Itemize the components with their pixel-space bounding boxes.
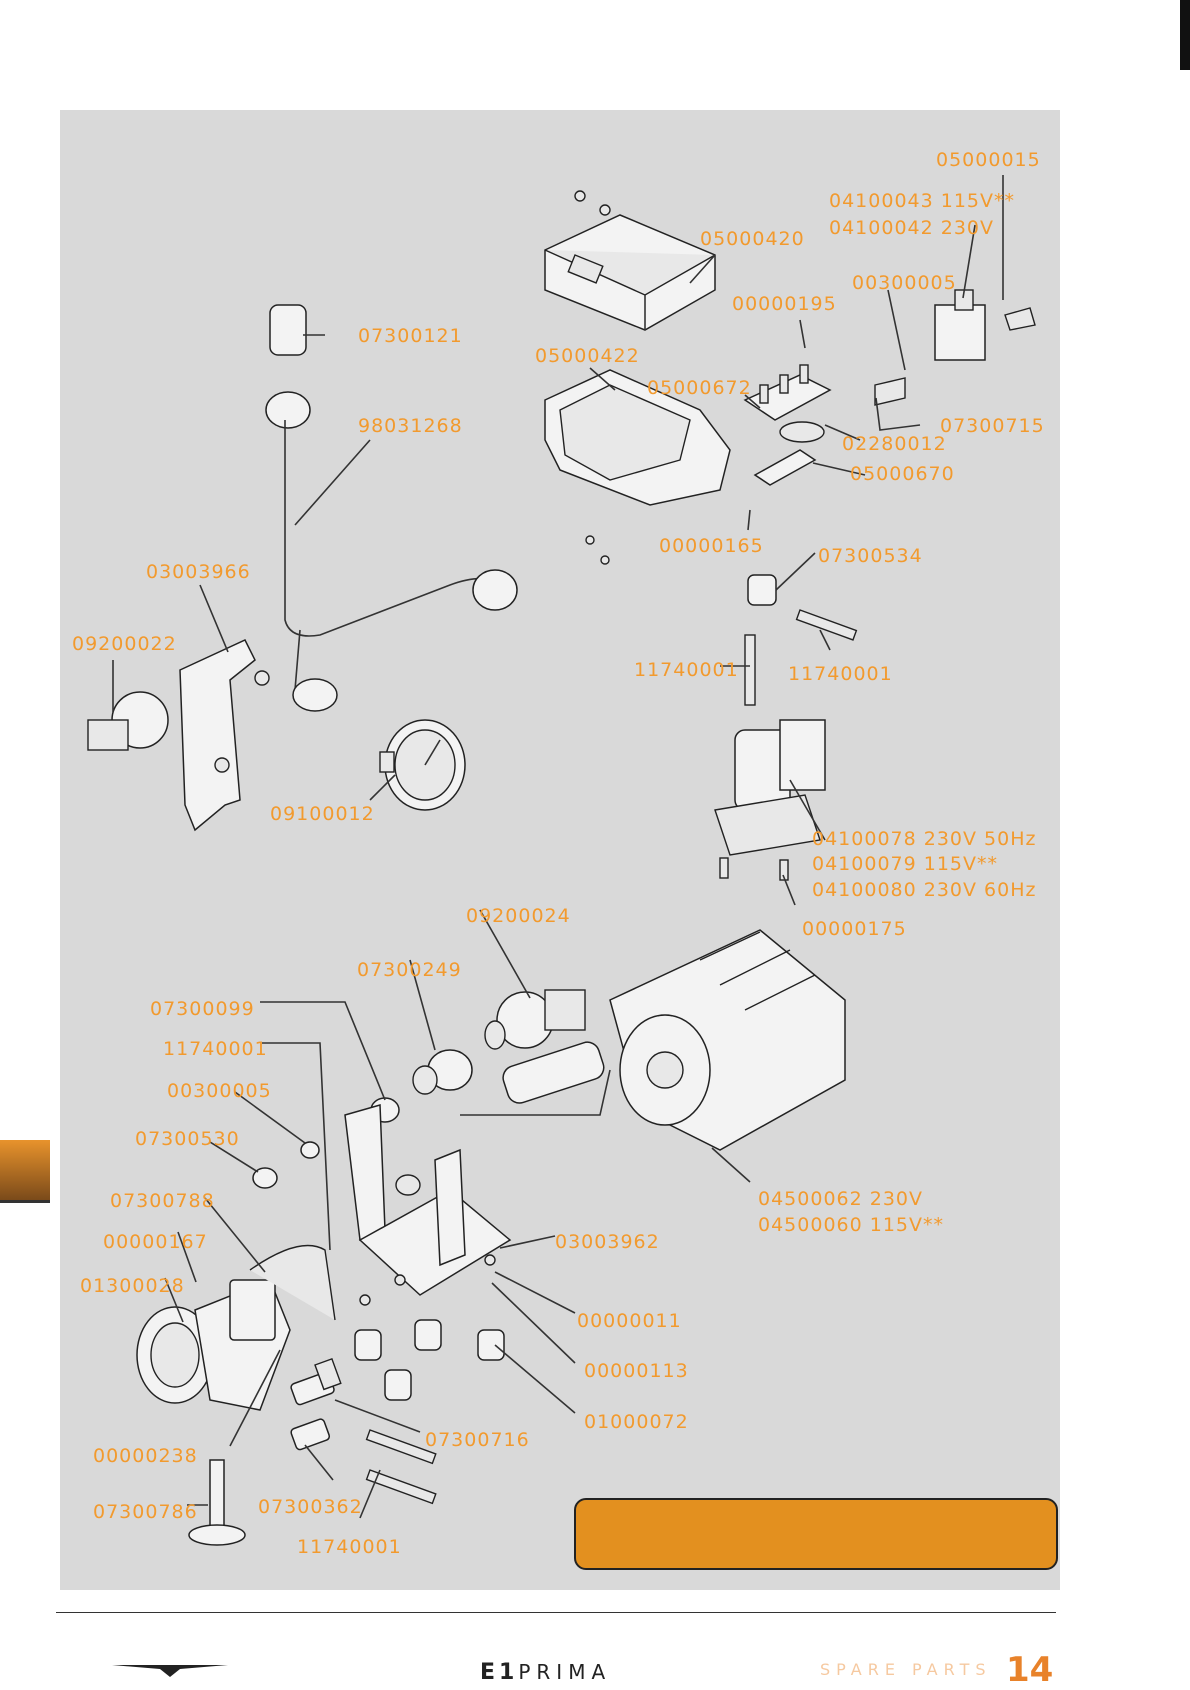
label-07300121: 07300121 [358,325,463,347]
label-07300362: 07300362 [258,1496,363,1518]
label-04100079: 04100079 115V** [812,853,998,875]
label-05000672: 05000672 [647,377,752,399]
label-07300534: 07300534 [818,545,923,567]
pump-part [502,929,846,1151]
label-00300005-mid: 00300005 [167,1080,272,1102]
label-07300249: 07300249 [357,959,462,981]
label-07300716: 07300716 [425,1429,530,1451]
tray-part [544,369,731,565]
sensor-part [743,364,832,486]
label-00000011: 00000011 [577,1310,682,1332]
label-00000195: 00000195 [732,293,837,315]
corner-mark [1180,0,1190,70]
label-00300005-top: 00300005 [852,272,957,294]
fittings-part [252,1049,473,1189]
brand-wing-logo [112,1665,228,1677]
label-01300028: 01300028 [80,1275,185,1297]
label-04500060: 04500060 115V** [758,1214,944,1236]
label-00000113: 00000113 [584,1360,689,1382]
label-00000165: 00000165 [659,535,764,557]
label-05000422: 05000422 [535,345,640,367]
pressure-switch-part [484,989,586,1050]
footer-page-number: 14 [1006,1650,1054,1690]
label-04500062: 04500062 230V [758,1188,923,1210]
pump-bracket-part [344,1104,512,1296]
label-05000420: 05000420 [700,228,805,250]
label-11740001-d: 11740001 [297,1536,402,1558]
label-07300788: 07300788 [110,1190,215,1212]
label-04100042: 04100042 230V [829,217,994,239]
footer-section-title: SPARE PARTS [820,1660,992,1679]
footer-brand: E1PRIMA [480,1660,611,1685]
big-valve-part [714,719,826,881]
label-07300099: 07300099 [150,998,255,1020]
footer-rule [56,1612,1056,1613]
label-03003966: 03003966 [146,561,251,583]
label-00000167: 00000167 [103,1231,208,1253]
footer-brand-light: PRIMA [518,1660,612,1684]
control-box-part [544,190,716,331]
leader-lines [112,175,1004,1519]
label-02280012: 02280012 [842,433,947,455]
side-tab [0,1140,50,1200]
tee-fittings-part [290,1357,437,1505]
label-98031268: 98031268 [358,415,463,437]
label-05000670: 05000670 [850,463,955,485]
note-box [574,1498,1058,1570]
label-00000175: 00000175 [802,918,907,940]
gauge-part [379,719,466,811]
label-07300786: 07300786 [93,1501,198,1523]
elbow-tube-part [744,574,858,706]
label-01000072: 01000072 [584,1411,689,1433]
label-11740001-c: 11740001 [163,1038,268,1060]
label-11740001-b: 11740001 [788,663,893,685]
label-03003962: 03003962 [555,1231,660,1253]
label-07300530: 07300530 [135,1128,240,1150]
left-bracket-part [179,639,270,832]
label-04100043: 04100043 115V** [829,190,1015,212]
label-11740001-a: 11740001 [634,659,739,681]
footer-brand-bold: E1 [480,1660,519,1685]
label-04100078: 04100078 230V 50Hz [812,828,1037,850]
label-09200024: 09200024 [466,905,571,927]
label-07300715: 07300715 [940,415,1045,437]
foot-stem-part [188,1459,246,1546]
label-09100012: 09100012 [270,803,375,825]
part-labels: 05000015 04100043 115V** 04100042 230V 0… [72,149,1045,1558]
label-05000015: 05000015 [936,149,1041,171]
side-tab-edge [0,1200,50,1203]
label-04100080: 04100080 230V 60Hz [812,879,1037,901]
label-00000238: 00000238 [93,1445,198,1467]
label-09200022: 09200022 [72,633,177,655]
feet-part [354,1254,505,1401]
switch-09200022-part [87,691,169,751]
flowmeter-part [136,1279,291,1411]
pipe-part [265,304,518,712]
small-valve-part [874,289,1036,406]
